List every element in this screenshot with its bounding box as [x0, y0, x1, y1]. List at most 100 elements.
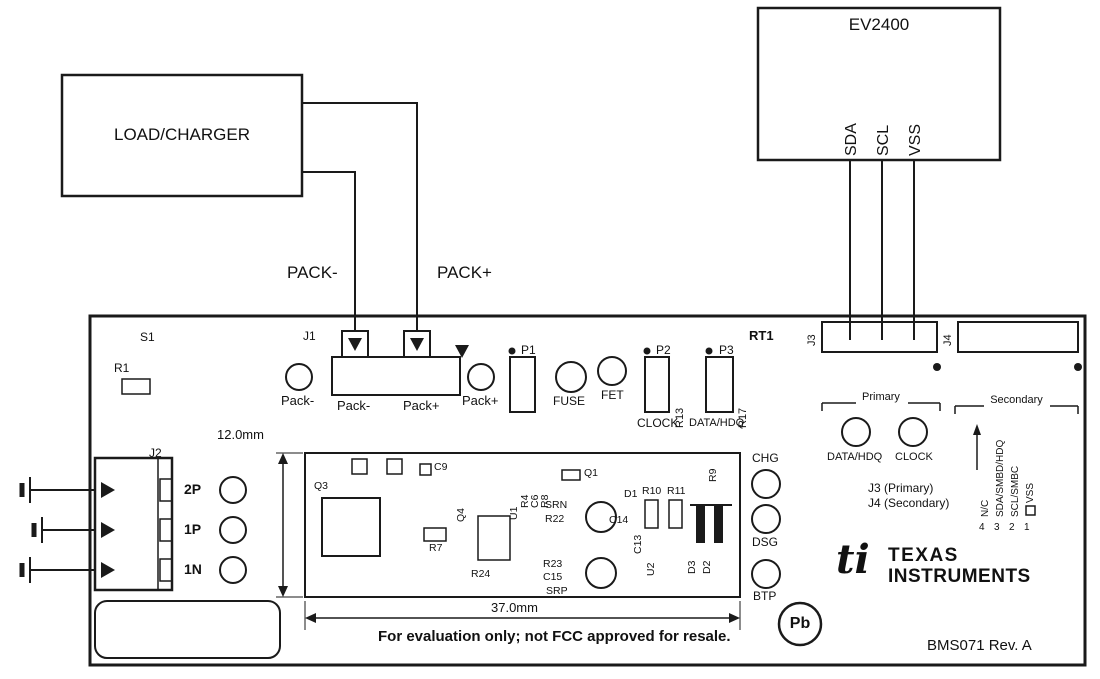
j1-connector [331, 330, 469, 396]
vss-pin-square-icon [1025, 505, 1036, 516]
j2-connector [93, 456, 174, 592]
ref-d1: D1 [624, 488, 638, 500]
ref-r11: R11 [667, 485, 686, 497]
ref-r24: R24 [471, 568, 491, 580]
ti-wordmark-line1: TEXAS [888, 545, 959, 566]
ev2400-pin-vss: VSS [907, 123, 924, 156]
p-headers [508, 347, 734, 413]
tp-1p-label: 1P [184, 521, 202, 537]
pack-plus-pin-arrow-icon [410, 338, 424, 351]
j2-pin-arrow-icon [101, 562, 115, 578]
ref-q1: Q1 [584, 467, 599, 479]
ref-c13: C13 [632, 534, 644, 554]
ref-srp: SRP [546, 585, 568, 597]
tp-fet-label: FET [601, 388, 624, 402]
j2-pin-arrow-icon [101, 522, 115, 538]
ref-u1: U1 [508, 506, 520, 520]
pack-plus-arrow-icon [455, 345, 469, 358]
tp-fuse-label: FUSE [553, 394, 586, 408]
primary-secondary-brackets [821, 402, 1079, 414]
ti-logo-icon: ti [836, 536, 870, 583]
j3-j4-connectors [821, 321, 1082, 371]
ref-j1: J1 [303, 329, 316, 343]
ref-r17: R17 [737, 407, 749, 428]
ref-r22: R22 [545, 513, 565, 525]
pack-minus-pin-arrow-icon [348, 338, 362, 351]
tp-p1-label: P1 [521, 343, 536, 357]
ref-r7: R7 [429, 542, 443, 554]
ref-r1: R1 [114, 361, 130, 375]
j1-pack-minus-label: Pack- [337, 398, 371, 413]
tp-pack-plus-label: Pack+ [462, 393, 499, 408]
load-charger-title: LOAD/CHARGER [113, 125, 251, 144]
tp-pack-minus-label: Pack- [281, 393, 315, 408]
ref-j3: J3 [806, 334, 818, 346]
load-charger-box [60, 73, 304, 198]
j1-pack-plus-label: Pack+ [403, 398, 440, 413]
ref-d3: D3 [686, 560, 698, 574]
ref-c14: C14 [609, 514, 629, 526]
ref-r23: R23 [543, 558, 563, 570]
primary-bracket-label: Primary [862, 391, 900, 403]
tp-data-hdq-label: DATA/HDQ [689, 417, 745, 429]
bottom-left-connector [94, 600, 281, 659]
ref-r10: R10 [642, 485, 662, 497]
dimension-width [304, 601, 741, 630]
ref-rt1: RT1 [749, 328, 774, 343]
pin-scl-smbc-label: SCL/SMBC [1010, 465, 1021, 517]
ref-s1: S1 [140, 330, 155, 344]
test-point-circles [219, 356, 928, 589]
pin-number-3: 3 [994, 522, 1000, 533]
pin-nc-label: N/C [980, 499, 991, 517]
tp-2p-label: 2P [184, 481, 202, 497]
ref-r9: R9 [707, 468, 719, 482]
ref-q3: Q3 [314, 480, 329, 492]
tp-p3-label: P3 [719, 343, 734, 357]
pin-number-1: 1 [1024, 522, 1030, 533]
ref-j2: J2 [149, 446, 162, 460]
battery-symbol [19, 477, 95, 583]
r1-component [121, 378, 151, 395]
ev2400-pin-scl: SCL [875, 124, 892, 156]
comm-pinout-arrow [973, 424, 1036, 516]
dimension-height [276, 452, 303, 598]
evaluation-disclaimer: For evaluation only; not FCC approved fo… [378, 628, 731, 645]
ref-r13: R13 [674, 407, 686, 428]
pin-number-4: 4 [979, 522, 985, 533]
dimension-width-label: 37.0mm [488, 600, 541, 616]
board-id-label: BMS071 Rev. A [927, 637, 1032, 654]
tp-clock-label: CLOCK [637, 416, 679, 430]
ev2400-box [756, 6, 1002, 162]
tp-1n-label: 1N [184, 561, 202, 577]
pin-sda-smbd-hdq-label: SDA/SMBD/HDQ [995, 439, 1006, 517]
i2c-wires [849, 160, 915, 340]
ref-srn: SRN [545, 499, 568, 511]
tp-p2-label: P2 [656, 343, 671, 357]
dimension-height-label: 12.0mm [217, 427, 264, 442]
tp-chg-label: CHG [752, 451, 779, 465]
pb-free-symbol-label: Pb [789, 615, 811, 632]
tp-dsg-label: DSG [752, 535, 779, 549]
tp-data-hdq-primary-label: DATA/HDQ [827, 451, 883, 463]
ref-d2: D2 [701, 560, 713, 574]
gauge-module-outline [304, 452, 741, 598]
pin-number-2: 2 [1009, 522, 1015, 533]
j3-primary-note: J3 (Primary) [868, 481, 934, 495]
ref-c15: C15 [543, 571, 563, 583]
ref-u2: U2 [645, 562, 657, 576]
j2-pin-arrow-icon [101, 482, 115, 498]
ev2400-pin-sda: SDA [843, 123, 860, 156]
pb-free-symbol-circle [777, 601, 823, 647]
ref-j4: J4 [942, 334, 954, 346]
ref-q4: Q4 [455, 507, 467, 522]
j4-secondary-note: J4 (Secondary) [868, 496, 950, 510]
tp-btp-label: BTP [753, 589, 777, 603]
pack-wires [302, 102, 418, 331]
pack-plus-wire-label: PACK+ [437, 263, 492, 282]
ref-c9: C9 [434, 461, 448, 473]
secondary-bracket-label: Secondary [990, 394, 1043, 406]
ti-wordmark-line2: INSTRUMENTS [888, 566, 1031, 587]
pack-minus-wire-label: PACK- [287, 263, 338, 282]
